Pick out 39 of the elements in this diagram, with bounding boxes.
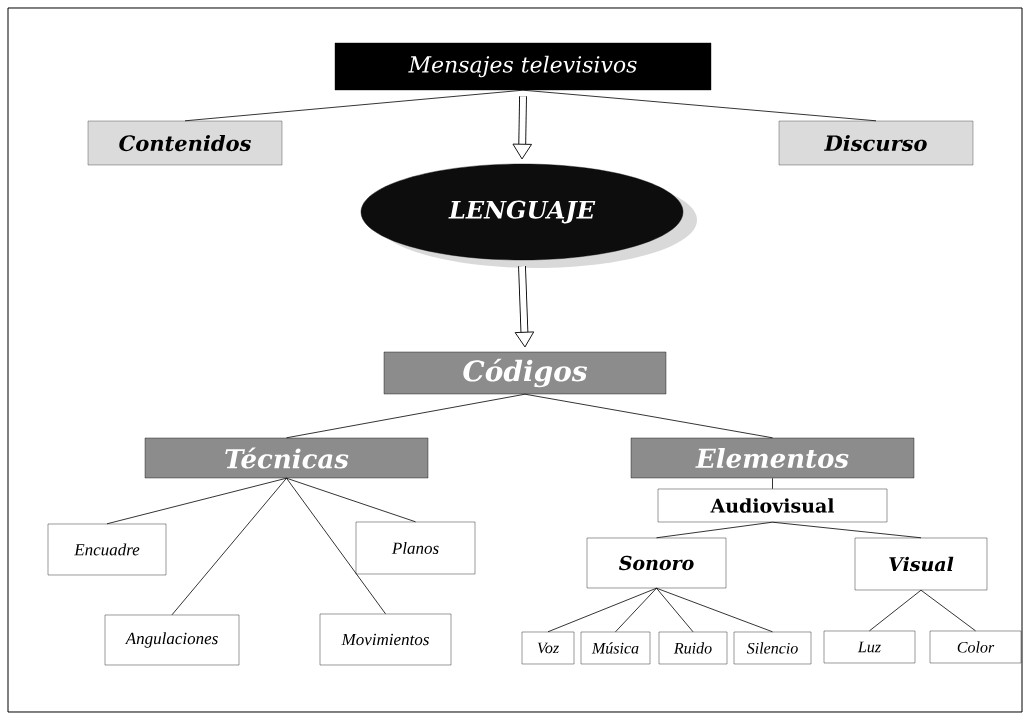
- connector-line: [286, 477, 416, 523]
- connector-line: [656, 587, 773, 633]
- connector-line: [286, 393, 526, 439]
- category-box: Técnicas: [144, 437, 429, 479]
- connector-line: [184, 89, 524, 122]
- concept-box: Música: [580, 631, 651, 665]
- concept-box: Luz: [823, 630, 916, 664]
- connector-line: [869, 589, 922, 632]
- connector-line: [615, 587, 657, 633]
- connector-line: [106, 477, 287, 525]
- category-box: Elementos: [630, 437, 915, 479]
- connector-line: [656, 587, 694, 633]
- connector-line: [522, 89, 877, 122]
- concept-box: Silencio: [733, 631, 812, 665]
- connector-line: [286, 477, 386, 615]
- concept-box: Voz: [521, 631, 575, 665]
- concept-box: Movimientos: [319, 613, 452, 666]
- connector-line: [920, 589, 976, 632]
- connector-line: [772, 477, 773, 490]
- concept-box: Planos: [355, 521, 476, 575]
- concept-box: Encuadre: [47, 523, 167, 576]
- connector-line: [171, 477, 287, 616]
- concept-box: Audiovisual: [657, 488, 888, 523]
- concept-box: Color: [929, 630, 1022, 664]
- connector-line: [656, 521, 773, 539]
- category-box: Discurso: [778, 120, 974, 166]
- ellipse-node: LENGUAJE: [360, 163, 697, 268]
- category-box: Contenidos: [87, 120, 283, 166]
- title-box: Mensajes televisivos: [334, 42, 712, 91]
- connector-line: [547, 587, 657, 633]
- hollow-arrow: [514, 266, 535, 348]
- connector-line: [772, 521, 922, 539]
- concept-box: Angulaciones: [104, 614, 240, 666]
- concept-box: Ruido: [658, 631, 728, 665]
- category-box: Códigos: [383, 351, 667, 395]
- hollow-arrow: [512, 96, 532, 160]
- concept-box: Sonoro: [586, 537, 727, 589]
- connector-line: [524, 393, 773, 439]
- concept-box: Visual: [854, 537, 988, 591]
